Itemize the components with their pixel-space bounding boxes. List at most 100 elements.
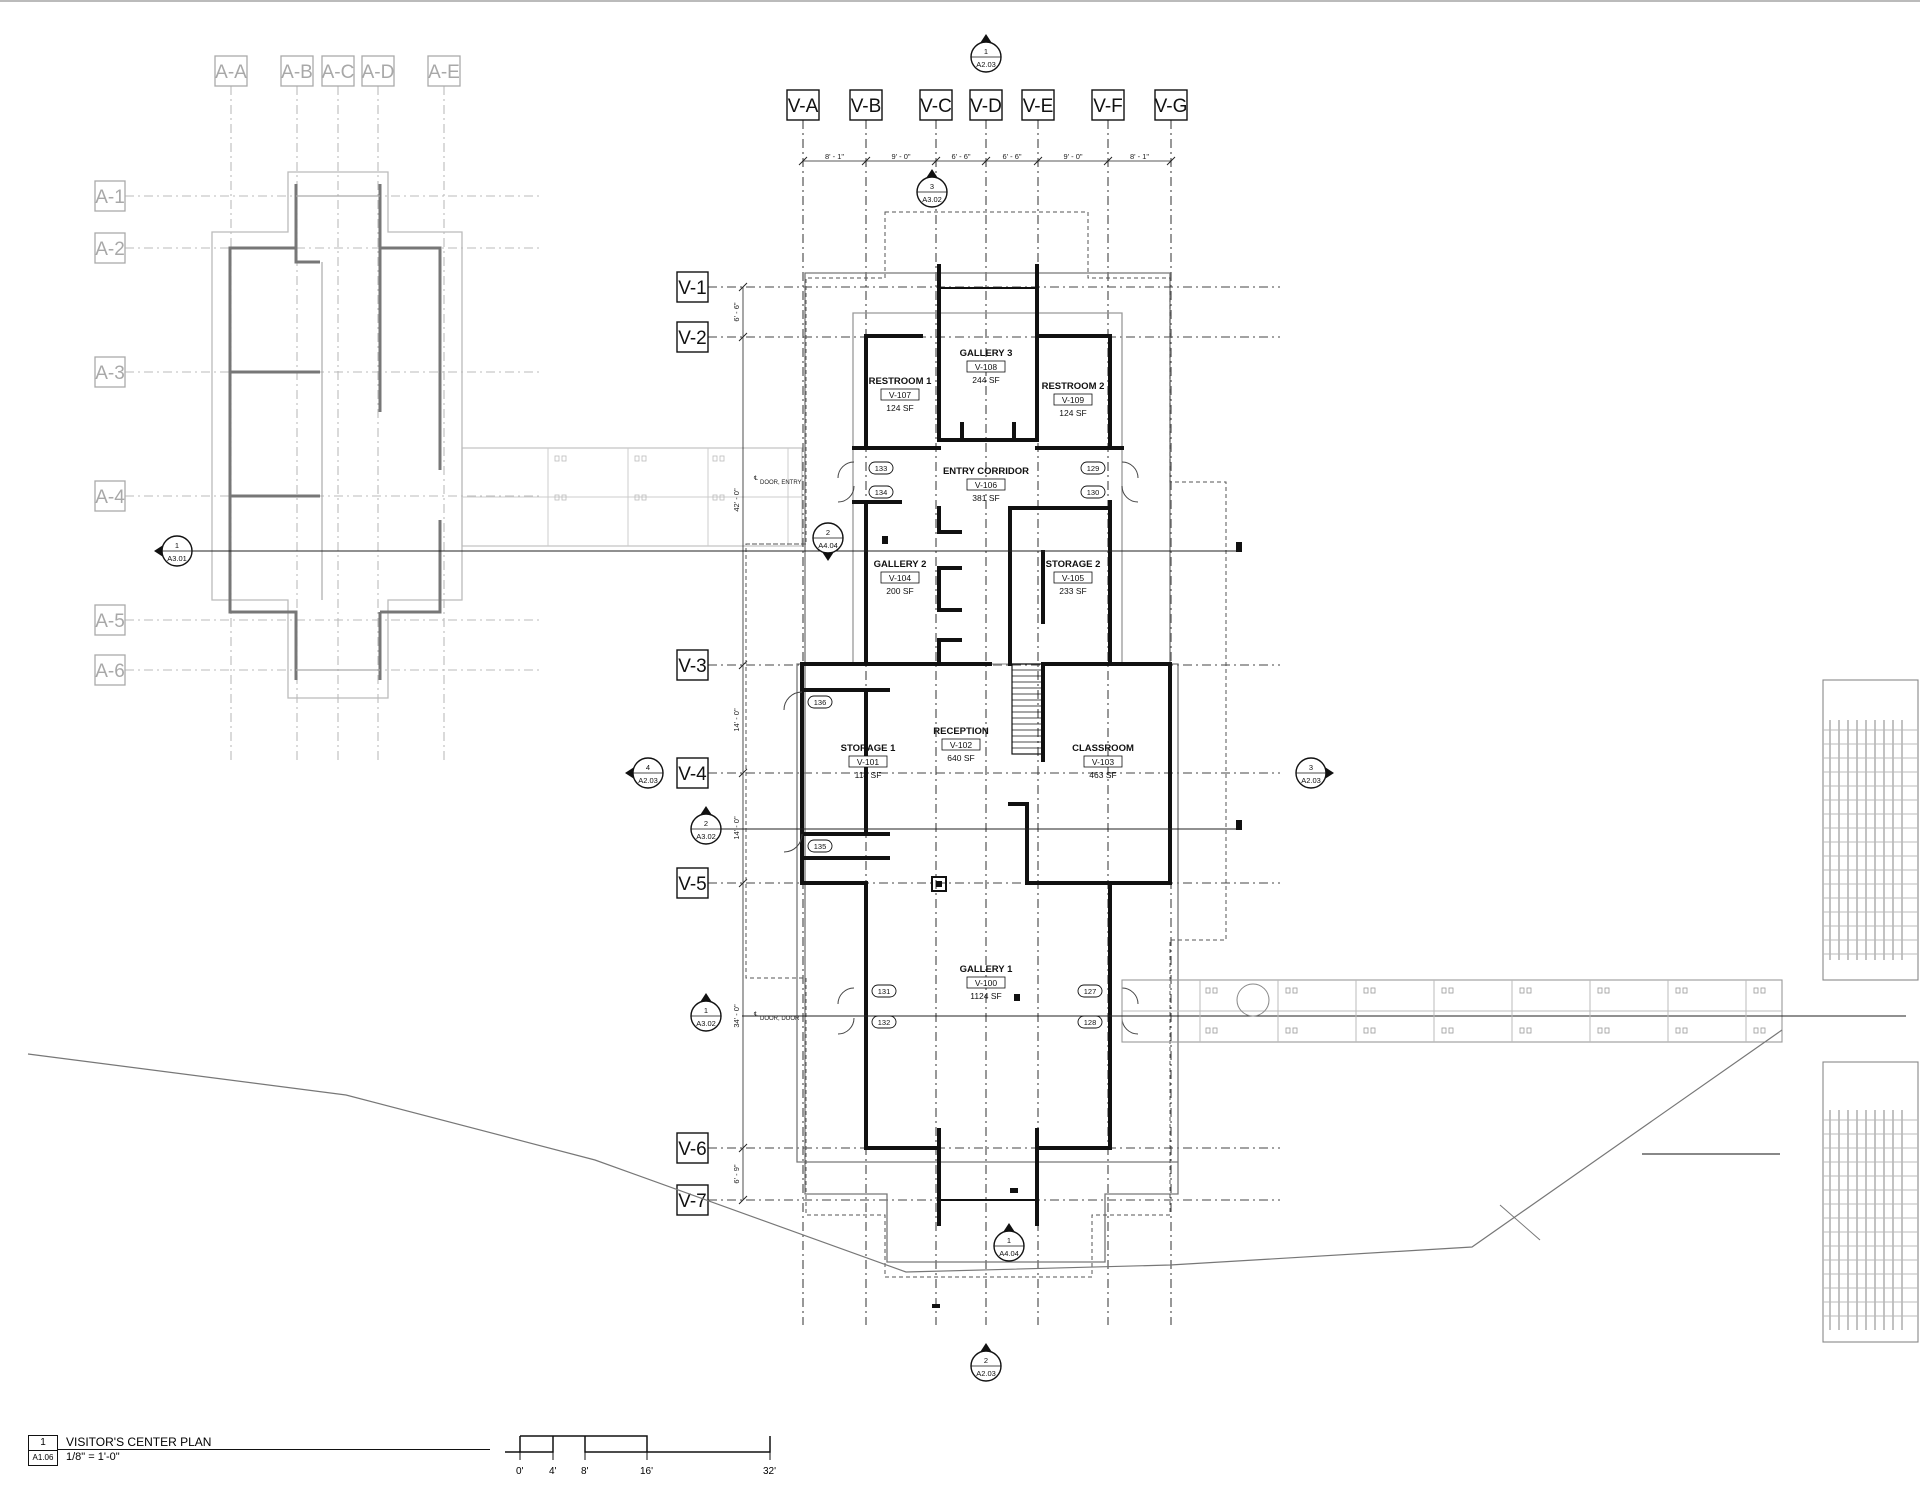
door-tag <box>868 461 894 475</box>
grid-bubble-row <box>676 757 709 789</box>
room-number: V-102 <box>950 740 972 750</box>
dimension-row: 34' - 0" <box>732 1004 741 1028</box>
section-number: 1 <box>704 1006 708 1015</box>
room-area: 244 SF <box>972 375 999 385</box>
section-number: 2 <box>984 1356 988 1365</box>
room-name: ENTRY CORRIDOR <box>943 466 1029 477</box>
room-number-tag <box>880 571 920 584</box>
graphic-scale-bar: 0' 4' 8' 16' 32' <box>505 1432 785 1482</box>
dimension-column: 9' - 0" <box>1063 152 1082 161</box>
dimension-row: 14' - 0" <box>732 816 741 840</box>
dimension-column: 8' - 1" <box>1130 152 1149 161</box>
door-tag <box>1080 485 1106 499</box>
section-sheet: A3.01 <box>167 554 187 563</box>
grid-bubble-column <box>1091 89 1125 121</box>
grid-label-adjacent-column: A-E <box>428 62 460 83</box>
sheet-ref-box: A1.06 <box>28 1450 58 1466</box>
dimension-column: 6' - 6" <box>951 152 970 161</box>
room-area: 200 SF <box>886 586 913 596</box>
section-number: 2 <box>704 819 708 828</box>
room-name: CLASSROOM <box>1072 743 1134 754</box>
svg-text:℄: ℄ <box>753 476 758 482</box>
grid-label-row: V-6 <box>678 1139 707 1160</box>
section-marker: 1A2.03 <box>970 34 1002 73</box>
grid-label-column: V-C <box>920 96 952 117</box>
room-number: V-101 <box>857 757 879 767</box>
section-marker: 2A2.03 <box>970 1343 1002 1382</box>
section-sheet: A4.04 <box>818 541 838 550</box>
room-number: V-106 <box>975 480 997 490</box>
door-number: 136 <box>814 698 827 707</box>
grid-bubble-column <box>786 89 820 121</box>
door-tag <box>807 839 833 853</box>
room-name: RESTROOM 1 <box>869 376 933 387</box>
room-name: STORAGE 1 <box>841 743 896 754</box>
room-number-tag <box>1083 755 1123 768</box>
grid-label-row: V-7 <box>678 1191 707 1212</box>
room-area: 124 SF <box>1059 408 1086 418</box>
room-number: V-104 <box>889 573 911 583</box>
room-number-tag <box>966 478 1006 491</box>
room-area: 114 SF <box>855 770 882 780</box>
door-number: 131 <box>878 987 891 996</box>
room-number: V-107 <box>889 390 911 400</box>
door-number: 132 <box>878 1018 891 1027</box>
section-marker: 2A3.02 <box>690 806 722 845</box>
grid-bubble-row <box>676 1132 709 1164</box>
section-number: 1 <box>175 541 179 550</box>
building-walls <box>800 264 1242 1308</box>
grid-bubble-column <box>1021 89 1055 121</box>
grid-label-adjacent-row: A-6 <box>95 661 125 682</box>
grid-label-column: V-B <box>851 96 882 117</box>
section-marker: 4A2.03 <box>625 757 664 789</box>
section-number: 1 <box>984 47 988 56</box>
grid-bubble-column <box>849 89 883 121</box>
room-name: GALLERY 3 <box>960 348 1013 359</box>
grid-bubble-column <box>1154 89 1188 121</box>
dimension-row: 6' - 9" <box>732 1164 741 1183</box>
door-number: 129 <box>1087 464 1100 473</box>
door-tag <box>868 485 894 499</box>
section-sheet: A4.04 <box>999 1249 1019 1258</box>
section-sheet: A2.03 <box>976 1369 996 1378</box>
door-tag <box>871 1015 897 1029</box>
room-name: RECEPTION <box>933 726 989 737</box>
door-tag <box>1080 461 1106 475</box>
dimension-row: 42' - 0" <box>732 488 741 512</box>
room-area: 640 SF <box>947 753 974 763</box>
drawing-title: VISITOR'S CENTER PLAN <box>66 1435 212 1449</box>
door-tag <box>871 984 897 998</box>
grid-label-adjacent-column: A-C <box>322 62 355 83</box>
room-number-tag <box>941 738 981 751</box>
section-sheet: A2.03 <box>976 60 996 69</box>
section-number: 3 <box>1309 763 1313 772</box>
dimension-row: 6' - 6" <box>732 302 741 321</box>
room-number: V-109 <box>1062 395 1084 405</box>
svg-text:℄: ℄ <box>753 1012 758 1018</box>
title-block: 1 A1.06 VISITOR'S CENTER PLAN 1/8" = 1'-… <box>28 1435 490 1471</box>
grid-label-adjacent-row: A-1 <box>95 187 125 208</box>
grid-label-column: V-D <box>970 96 1002 117</box>
door-number: 130 <box>1087 488 1100 497</box>
room-number-tag <box>880 388 920 401</box>
grid-bubble-column <box>919 89 953 121</box>
scale-label-0: 0' <box>516 1466 524 1477</box>
grid-label-adjacent-column: A-B <box>281 62 313 83</box>
grid-bubble-row <box>676 321 709 353</box>
room-number-tag <box>1053 393 1093 406</box>
section-marker: 2A4.04 <box>812 522 844 561</box>
section-marker: 1A3.01 <box>154 535 193 567</box>
grid-label-column: V-E <box>1023 96 1054 117</box>
room-number-tag <box>848 755 888 768</box>
dimension-column: 6' - 6" <box>1002 152 1021 161</box>
section-number: 3 <box>930 182 934 191</box>
dimension-column: 9' - 0" <box>891 152 910 161</box>
section-sheet: A2.03 <box>638 776 658 785</box>
section-marker: 1A3.02 <box>690 993 722 1032</box>
room-number: V-108 <box>975 362 997 372</box>
room-number-tag <box>966 360 1006 373</box>
room-area: 1124 SF <box>970 991 1002 1001</box>
section-number: 1 <box>1007 1236 1011 1245</box>
